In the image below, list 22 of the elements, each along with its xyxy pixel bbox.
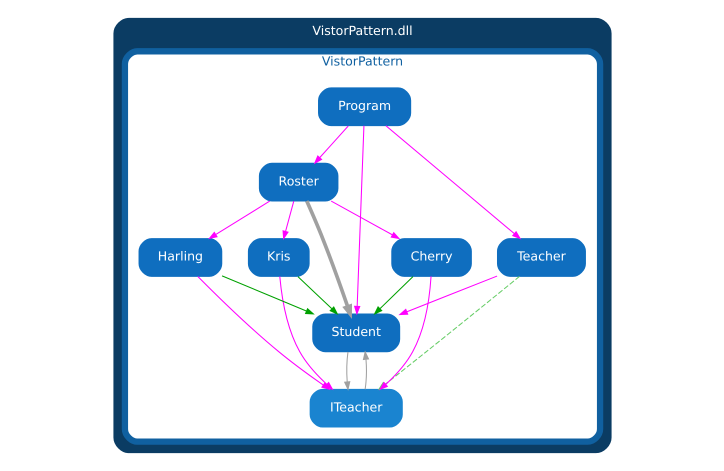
arrow [362, 350, 369, 390]
arrow [343, 352, 350, 391]
node-box: Roster [258, 162, 338, 202]
arrow [304, 200, 352, 320]
arrow [353, 126, 364, 316]
arrow [313, 126, 348, 164]
node-box: ITeacher [309, 388, 402, 428]
node-box: Cherry [390, 238, 472, 277]
arrow [297, 276, 338, 315]
node-box: Student [312, 313, 400, 352]
arrow [221, 275, 314, 315]
arrow [398, 276, 497, 316]
arrow [385, 125, 521, 240]
node-box: Harling [138, 238, 222, 277]
node-box: Kris [247, 238, 310, 277]
node-box: Program [318, 87, 411, 126]
node-box: Teacher [496, 238, 586, 277]
arrow [208, 200, 270, 240]
arrow [282, 201, 294, 240]
arrow [196, 276, 330, 390]
arrow [330, 200, 400, 240]
arrow [373, 276, 413, 315]
